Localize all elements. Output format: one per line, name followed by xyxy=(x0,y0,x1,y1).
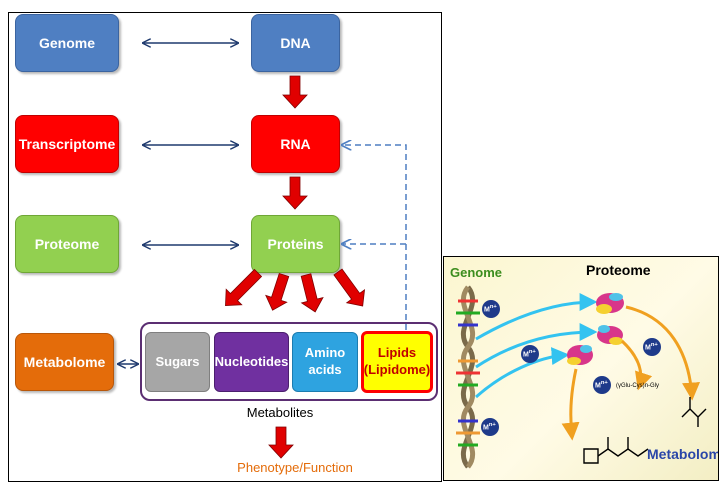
proteome-box: Proteome xyxy=(15,215,119,273)
proteins-label: Proteins xyxy=(267,235,324,252)
metabolites-caption: Metabolites xyxy=(246,405,314,420)
metal-ion-label: Mn+ xyxy=(483,422,496,432)
metal-ion-icons xyxy=(481,300,661,436)
amino-acids-label: Amino acids xyxy=(304,345,346,377)
lipids-box: Lipids (Lipidome) xyxy=(361,331,433,393)
lipids-feedback-line xyxy=(343,145,407,330)
amino-acids-box: Amino acids xyxy=(292,332,358,392)
nucleotides-label: Nucleotides xyxy=(214,353,289,369)
inset-panel: Genome Proteome Metabolome Mn+ Mn+ Mn+ M… xyxy=(443,256,719,481)
chemical-formula-label: (γGlu-Cys)n-Gly xyxy=(616,383,659,389)
dna-label: DNA xyxy=(280,34,311,51)
proteins-sugars-arrow xyxy=(225,268,263,306)
metabolite-structure-icon xyxy=(583,397,707,464)
metabolites-phenotype-arrow xyxy=(268,426,294,459)
proteome-label: Proteome xyxy=(34,235,100,252)
protein-structure-icon xyxy=(567,293,624,365)
proteins-lipids-arrow xyxy=(333,268,366,307)
phenotype-function-label: Phenotype/Function xyxy=(237,460,353,475)
nucleotides-box: Nucleotides xyxy=(214,332,289,392)
metal-ion-label: Mn+ xyxy=(595,380,608,390)
metal-ion-label: Mn+ xyxy=(645,342,658,352)
rna-label: RNA xyxy=(280,135,311,152)
transcriptome-label: Transcriptome xyxy=(18,135,116,152)
proteome-metabolome-arrow-2 xyxy=(620,339,653,391)
sugars-box: Sugars xyxy=(145,332,210,392)
dna-rna-arrow xyxy=(282,75,308,109)
rna-proteins-arrow xyxy=(282,176,308,210)
metabolome-label: Metabolome xyxy=(23,353,106,370)
inset-genome-label: Genome xyxy=(450,265,503,280)
proteins-box: Proteins xyxy=(251,215,340,273)
rna-box: RNA xyxy=(251,115,340,173)
sugars-label: Sugars xyxy=(155,353,200,369)
proteome-metabolome-arrow-3 xyxy=(561,368,580,441)
inset-metabolome-label: Metabolome xyxy=(647,446,718,462)
proteome-metabolome-arrow-1 xyxy=(625,305,701,401)
dna-box: DNA xyxy=(251,14,340,72)
genome-label: Genome xyxy=(38,34,95,51)
dna-helix-icon xyxy=(456,285,480,469)
genome-proteome-arrow-1 xyxy=(475,293,598,341)
proteins-amino-acids-arrow xyxy=(300,273,324,313)
inset-proteome-label: Proteome xyxy=(586,262,651,278)
metabolome-box: Metabolome xyxy=(15,333,114,391)
transcriptome-box: Transcriptome xyxy=(15,115,119,173)
genome-proteome-arrow-2 xyxy=(475,323,598,369)
genome-proteome-arrow-3 xyxy=(475,347,570,399)
lipids-label: Lipids (Lipidome) xyxy=(363,345,431,377)
proteins-nucleotides-arrow xyxy=(265,272,290,311)
metal-ion-label: Mn+ xyxy=(523,349,536,359)
metal-ion-label: Mn+ xyxy=(484,304,497,314)
inset-illustration xyxy=(456,285,707,469)
genome-box: Genome xyxy=(15,14,119,72)
